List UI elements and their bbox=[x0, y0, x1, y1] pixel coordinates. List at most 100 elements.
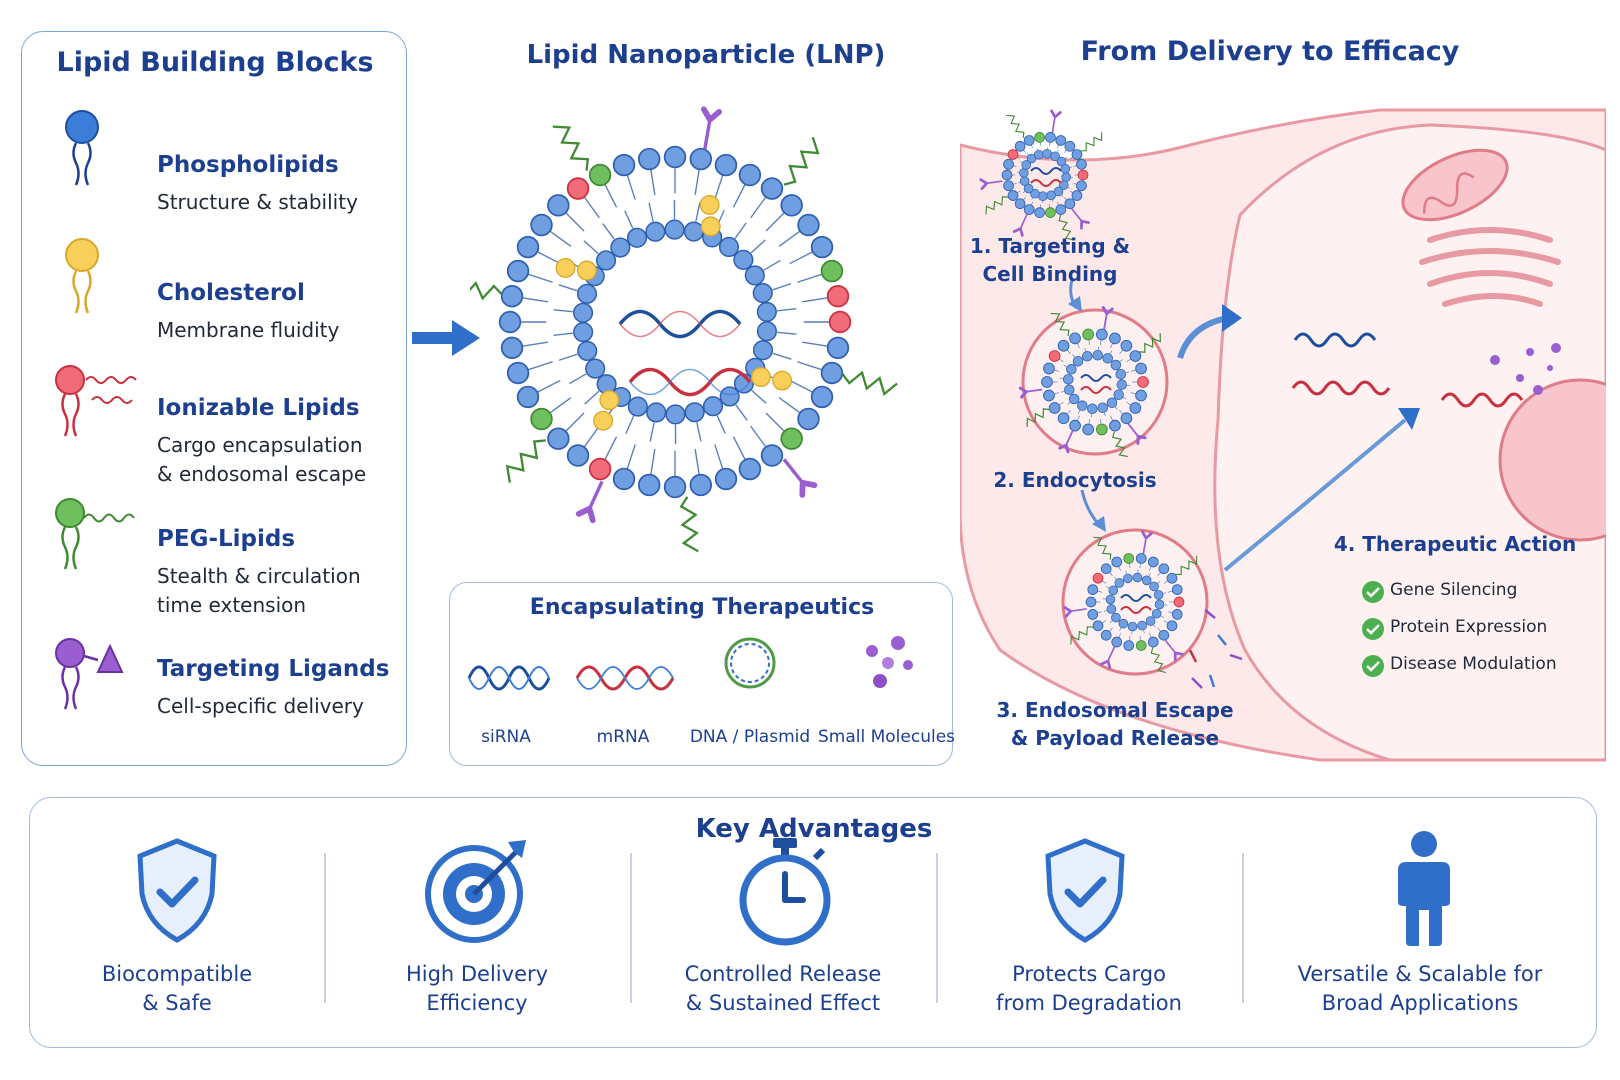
adv-line: High Delivery bbox=[405, 962, 549, 986]
adv-line: & Sustained Effect bbox=[685, 991, 881, 1015]
peg-lipid-icon bbox=[55, 498, 135, 570]
targeting-ligand-icon bbox=[55, 638, 124, 710]
block-targeting-ligands: Targeting Ligands Cell-specific delivery bbox=[22, 636, 408, 746]
released-fragments bbox=[1188, 609, 1243, 689]
block-name: Cholesterol bbox=[157, 280, 305, 306]
block-desc: Cargo encapsulation bbox=[157, 433, 363, 457]
small-molecules-icon bbox=[866, 636, 913, 688]
block-name: PEG-Lipids bbox=[157, 526, 296, 552]
divider bbox=[630, 853, 632, 1003]
lnp-step1-binding bbox=[979, 109, 1103, 241]
divider bbox=[1242, 853, 1244, 1003]
divider bbox=[936, 853, 938, 1003]
block-name: Phospholipids bbox=[157, 152, 339, 178]
therapeutic-label-sirna: siRNA bbox=[481, 727, 531, 747]
adv-line: Versatile & Scalable for bbox=[1297, 962, 1543, 986]
benefit-gene-silencing: Gene Silencing bbox=[1390, 580, 1518, 600]
step-targeting-label: 1. Targeting & Cell Binding bbox=[960, 232, 1140, 288]
advantage-protects-cargo: Protects Cargo from Degradation bbox=[936, 798, 1242, 1049]
advantage-label: Versatile & Scalable for Broad Applicati… bbox=[1242, 960, 1598, 1018]
stopwatch-icon bbox=[739, 838, 831, 946]
adv-line: Efficiency bbox=[426, 991, 528, 1015]
block-desc: Cell-specific delivery bbox=[157, 694, 364, 718]
adv-line: Protects Cargo bbox=[1012, 962, 1166, 986]
mrna-icon bbox=[575, 665, 675, 691]
step-line: 4. Therapeutic Action bbox=[1333, 532, 1577, 556]
adv-line: Controlled Release bbox=[684, 962, 882, 986]
flow-arrow-2-to-3 bbox=[1080, 489, 1106, 532]
golgi-apparatus-icon bbox=[1419, 227, 1561, 307]
mrna-strand-inside bbox=[628, 367, 752, 397]
lnp-step3-escape bbox=[1063, 530, 1198, 674]
shield-check-icon bbox=[1045, 838, 1125, 943]
flow-arrow-3-to-4 bbox=[1223, 408, 1420, 572]
cell-nucleus bbox=[1213, 123, 1606, 762]
arrow-right-icon bbox=[412, 320, 480, 356]
lnp-step2-endocytosis bbox=[1018, 306, 1161, 458]
cholesterol-icon bbox=[65, 238, 99, 314]
lnp-diagram bbox=[470, 106, 898, 553]
mitochondrion-icon bbox=[1401, 148, 1509, 222]
advantage-label: Biocompatible & Safe bbox=[30, 960, 324, 1018]
key-advantages-panel: Key Advantages Biocompatible & Safe High… bbox=[29, 797, 1597, 1048]
block-cholesterol: Cholesterol Membrane fluidity bbox=[22, 238, 408, 348]
organelle-partial bbox=[1498, 378, 1606, 542]
key-advantages-title: Key Advantages bbox=[695, 814, 933, 844]
check-icon-gene-silencing bbox=[1362, 581, 1384, 603]
step-line: Cell Binding bbox=[982, 262, 1118, 286]
advantage-controlled-release: Controlled Release & Sustained Effect bbox=[630, 798, 936, 1049]
flow-arrow-2-to-cell bbox=[1177, 304, 1242, 359]
adv-line: & Safe bbox=[142, 991, 212, 1015]
block-peg-lipids: PEG-Lipids Stealth & circulation time ex… bbox=[22, 496, 408, 617]
divider bbox=[324, 853, 326, 1003]
block-desc: Structure & stability bbox=[157, 190, 358, 214]
check-icon-disease-modulation bbox=[1362, 655, 1384, 677]
benefit-protein-expression: Protein Expression bbox=[1390, 617, 1548, 637]
released-sirna-strand bbox=[1293, 332, 1377, 348]
step-line: 3. Endosomal Escape bbox=[996, 698, 1234, 722]
block-name: Targeting Ligands bbox=[157, 656, 390, 682]
advantage-label: Controlled Release & Sustained Effect bbox=[630, 960, 936, 1018]
advantage-label: Protects Cargo from Degradation bbox=[936, 960, 1242, 1018]
lnp-particle bbox=[470, 106, 898, 553]
block-desc: Membrane fluidity bbox=[157, 318, 340, 342]
shield-check-icon bbox=[137, 838, 217, 943]
therapeutics-title: Encapsulating Therapeutics bbox=[529, 595, 875, 620]
delivery-title: From Delivery to Efficacy bbox=[1080, 36, 1460, 67]
target-icon bbox=[425, 840, 526, 943]
phospholipid-icon bbox=[65, 110, 99, 186]
block-name: Ionizable Lipids bbox=[157, 395, 360, 421]
step-line: 2. Endocytosis bbox=[993, 468, 1157, 492]
block-phospholipids: Phospholipids Structure & stability bbox=[22, 110, 408, 220]
adv-line: Biocompatible bbox=[101, 962, 253, 986]
building-blocks-panel: Lipid Building Blocks Phospholipids Stru… bbox=[21, 31, 407, 766]
advantage-delivery-efficiency: High Delivery Efficiency bbox=[324, 798, 630, 1049]
step-therapeutic-action-label: 4. Therapeutic Action bbox=[1330, 530, 1580, 558]
cell-delivery-scene bbox=[960, 108, 1606, 762]
sirna-strand-inside bbox=[618, 309, 742, 339]
benefit-disease-modulation: Disease Modulation bbox=[1390, 654, 1557, 674]
endosome-step3 bbox=[1061, 528, 1209, 676]
step-escape-label: 3. Endosomal Escape & Payload Release bbox=[990, 696, 1240, 752]
flow-arrow-1-to-2 bbox=[1068, 279, 1082, 312]
block-desc: Stealth & circulation bbox=[157, 564, 361, 588]
small-molecule-dots bbox=[1490, 343, 1561, 395]
person-icon bbox=[1398, 831, 1450, 946]
lnp-title: Lipid Nanoparticle (LNP) bbox=[526, 40, 886, 70]
step-line: 1. Targeting & bbox=[969, 234, 1131, 258]
advantage-biocompatible: Biocompatible & Safe bbox=[30, 798, 324, 1049]
advantage-versatile: Versatile & Scalable for Broad Applicati… bbox=[1242, 798, 1598, 1049]
check-icon-protein-expression bbox=[1362, 618, 1384, 640]
block-ionizable-lipids: Ionizable Lipids Cargo encapsulation & e… bbox=[22, 363, 408, 486]
block-desc: & endosomal escape bbox=[157, 462, 367, 486]
therapeutic-label-dna-plasmid: DNA / Plasmid bbox=[689, 727, 811, 747]
plasmid-icon bbox=[724, 637, 776, 689]
released-mrna-strand bbox=[1291, 380, 1391, 396]
sirna-icon bbox=[467, 665, 551, 691]
step-endocytosis-label: 2. Endocytosis bbox=[960, 466, 1190, 494]
advantage-label: High Delivery Efficiency bbox=[324, 960, 630, 1018]
step-line: & Payload Release bbox=[1010, 726, 1220, 750]
building-blocks-title: Lipid Building Blocks bbox=[56, 47, 374, 78]
adv-line: from Degradation bbox=[996, 991, 1182, 1015]
nuclear-mrna-strand bbox=[1440, 392, 1524, 408]
